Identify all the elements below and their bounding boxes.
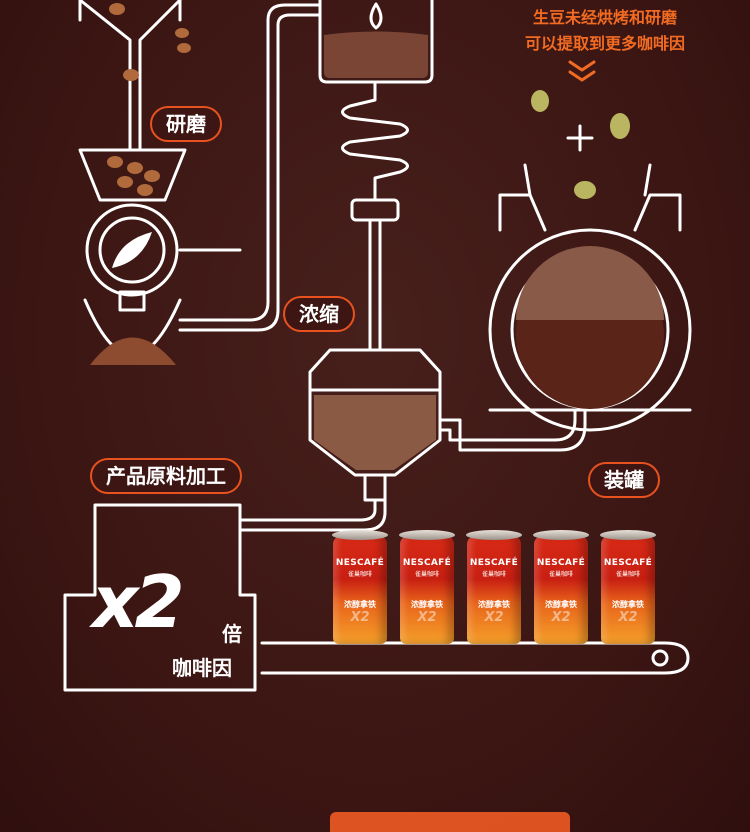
down-arrow-icon	[568, 60, 596, 82]
can-brand-cn: 雀巢咖啡	[548, 571, 573, 578]
condenser-coil	[341, 80, 409, 202]
processing-box	[63, 503, 257, 692]
can-mark: X2	[484, 610, 504, 625]
can-brand-cn: 雀巢咖啡	[414, 571, 439, 578]
can-flavor: 浓醇拿铁	[612, 600, 644, 609]
can-flavor: 浓醇拿铁	[545, 600, 577, 609]
can-brand: NESCAFÉ	[536, 558, 586, 568]
times-text: 倍	[222, 622, 242, 646]
grinder-body	[85, 203, 179, 297]
roaster-drum	[488, 228, 692, 432]
can-mark: X2	[417, 610, 437, 625]
label-concentrate: 浓缩	[283, 296, 355, 332]
grinder-blade-icon	[112, 232, 152, 268]
label-grind: 研磨	[150, 106, 222, 142]
ground-coffee-pile	[90, 337, 176, 365]
bottom-banner	[330, 812, 570, 832]
multiplier-text: x2	[92, 560, 185, 644]
caffeine-text: 咖啡因	[172, 656, 232, 680]
info-note: 生豆未经烘烤和研磨 可以提取到更多咖啡因	[470, 4, 740, 54]
roaster-pipe	[438, 408, 587, 452]
can-flavor: 浓醇拿铁	[478, 600, 510, 609]
can-mark: X2	[618, 610, 638, 625]
note-line-1: 生豆未经烘烤和研磨	[532, 8, 677, 27]
grinder-to-concentrate-pipe	[178, 3, 322, 322]
label-processing: 产品原料加工	[90, 458, 242, 494]
plus-icon	[566, 124, 594, 152]
green-bean-icon	[531, 90, 549, 112]
can-mark: X2	[350, 610, 370, 625]
can-brand-cn: 雀巢咖啡	[347, 571, 372, 578]
can-mark: X2	[551, 610, 571, 625]
can-flavor: 浓醇拿铁	[411, 600, 443, 609]
can-brand: NESCAFÉ	[469, 558, 519, 568]
conveyor-belt	[260, 641, 690, 675]
can-brand-cn: 雀巢咖啡	[481, 571, 506, 578]
note-line-2: 可以提取到更多咖啡因	[524, 34, 685, 53]
tank-liquid	[314, 395, 436, 470]
can-brand-cn: 雀巢咖啡	[615, 571, 640, 578]
can-flavor: 浓醇拿铁	[344, 600, 376, 609]
concentration-tank	[308, 348, 442, 477]
grinder-feed-pipe	[78, 0, 182, 152]
can-brand: NESCAFÉ	[603, 558, 653, 568]
can-brand: NESCAFÉ	[335, 558, 385, 568]
label-canning: 装罐	[588, 462, 660, 498]
can-brand: NESCAFÉ	[402, 558, 452, 568]
top-beaker-liquid	[324, 31, 428, 78]
grinder-hopper	[78, 148, 187, 202]
